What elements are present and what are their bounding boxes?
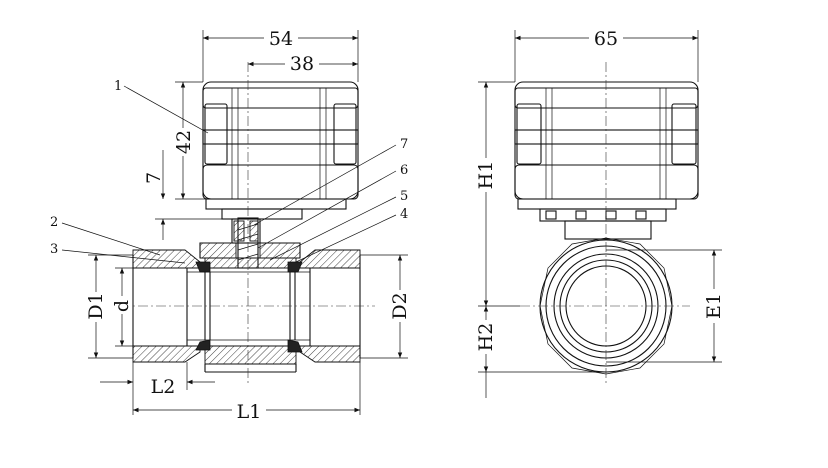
dim-42: 42	[172, 81, 206, 200]
side-view: 65 H1 H2 E1	[475, 28, 725, 398]
valve-body	[204, 257, 297, 373]
dim-65: 65	[514, 28, 699, 82]
dim-d: d	[111, 267, 187, 347]
callouts: 1 2 3 7 6 5 4	[50, 79, 408, 264]
dim-38-label: 38	[290, 53, 314, 75]
dim-54-label: 54	[269, 28, 293, 50]
callout-1: 1	[114, 79, 122, 94]
dim-L2-label: L2	[151, 376, 176, 398]
dim-7: 7	[143, 150, 222, 240]
dim-L1: L1	[133, 362, 361, 423]
dim-D2: D2	[360, 254, 411, 359]
dim-7-label: 7	[143, 172, 165, 184]
callout-7: 7	[400, 137, 408, 152]
dim-L1-label: L1	[237, 401, 262, 423]
body-neck	[199, 242, 301, 259]
dim-42-label: 42	[173, 130, 195, 154]
callout-6: 6	[400, 163, 408, 178]
right-end-cap	[299, 249, 361, 363]
side-bracket	[517, 198, 677, 240]
mounting-bracket	[205, 198, 347, 244]
front-view: 54 38 42 7 D1	[50, 28, 411, 423]
callout-3: 3	[50, 242, 58, 257]
dim-D1-label: D1	[85, 292, 107, 319]
seat-seals	[195, 261, 303, 353]
dim-d-label: d	[111, 300, 133, 312]
dim-L2: L2	[100, 362, 215, 415]
callout-2: 2	[50, 215, 58, 230]
dim-65-label: 65	[594, 28, 618, 50]
dim-E1: E1	[606, 249, 725, 363]
dim-54: 54	[202, 28, 359, 82]
left-end-cap	[132, 249, 201, 363]
callout-4: 4	[400, 207, 408, 222]
dim-H1: H1	[475, 81, 520, 307]
actuator-housing	[202, 81, 359, 200]
dim-H1-label: H1	[475, 161, 497, 190]
dim-D1: D1	[85, 254, 133, 359]
dim-38: 38	[248, 53, 358, 75]
dim-H2-label: H2	[475, 323, 497, 352]
dim-H2: H2	[475, 306, 606, 398]
dim-D2-label: D2	[389, 292, 411, 319]
callout-5: 5	[400, 189, 408, 204]
dim-E1-label: E1	[703, 293, 725, 319]
side-actuator	[514, 81, 699, 200]
